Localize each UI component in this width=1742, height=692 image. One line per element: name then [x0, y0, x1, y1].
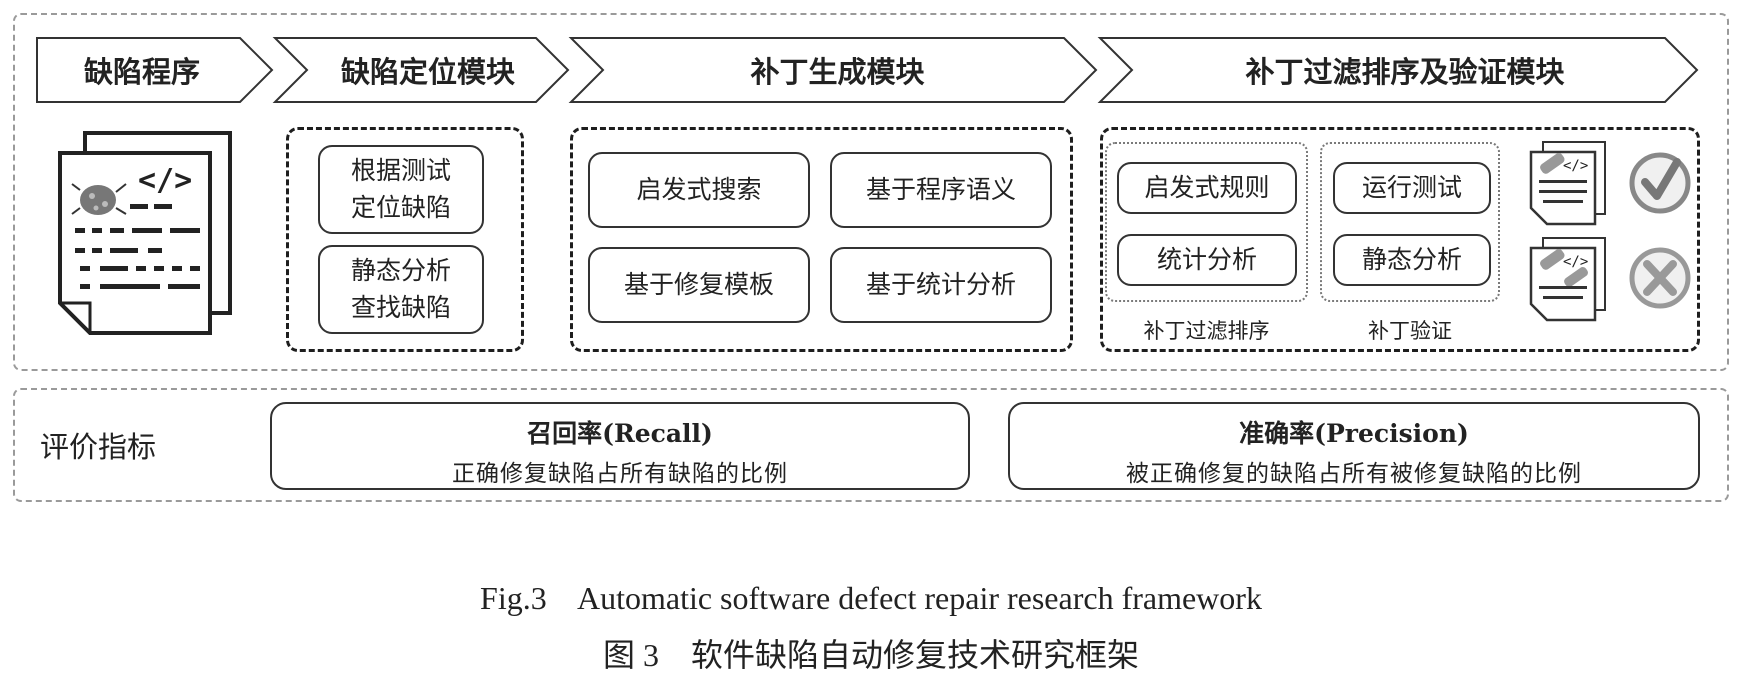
- verify-method-run-tests: 运行测试: [1333, 162, 1491, 214]
- precision-metric: 准确率(Precision) 被正确修复的缺陷占所有被修复缺陷的比例: [1008, 402, 1700, 490]
- precision-description: 被正确修复的缺陷占所有被修复缺陷的比例: [1126, 461, 1582, 487]
- generation-method-heuristic-search: 启发式搜索: [588, 152, 810, 228]
- generation-method-template: 基于修复模板: [588, 247, 810, 323]
- localization-module: [286, 127, 524, 352]
- stage-label-localization: 缺陷定位模块: [340, 55, 515, 89]
- framework-container: [13, 13, 1729, 371]
- generation-method-statistics: 基于统计分析: [830, 247, 1052, 323]
- recall-title: 召回率(Recall): [527, 419, 713, 448]
- verify-method-static-analysis: 静态分析: [1333, 234, 1491, 286]
- verification-module: [1100, 127, 1700, 352]
- code-glyph: </>: [138, 163, 192, 198]
- localization-method-test: 根据测试 定位缺陷: [318, 145, 484, 234]
- stage-label-program: 缺陷程序: [83, 55, 200, 89]
- precision-title: 准确率(Precision): [1239, 419, 1469, 448]
- caption-english: Fig.3 Automatic software defect repair r…: [480, 580, 1262, 616]
- patch-result-icons: </> </>: [1529, 141, 1691, 322]
- generation-module: [570, 127, 1073, 352]
- verify-group-label: 补丁验证: [1368, 319, 1452, 343]
- svg-text:</>: </>: [1563, 158, 1588, 174]
- stage-chevron-localization: [272, 37, 570, 103]
- generation-method-semantics: 基于程序语义: [830, 152, 1052, 228]
- filter-group-label: 补丁过滤排序: [1143, 319, 1270, 343]
- filter-method-statistics: 统计分析: [1117, 234, 1297, 286]
- filter-group: [1105, 142, 1308, 302]
- verify-group: [1320, 142, 1500, 302]
- stage-chevron-generation: [568, 37, 1098, 103]
- check-icon: [1629, 152, 1691, 214]
- patch-document-icon: </>: [1529, 237, 1606, 322]
- bug-icon: [71, 183, 127, 215]
- recall-metric: 召回率(Recall) 正确修复缺陷占所有缺陷的比例: [270, 402, 970, 490]
- stage-chevron-program: [36, 37, 274, 103]
- stage-chevrons: [36, 37, 1699, 103]
- stage-chevron-verification: [1097, 37, 1699, 103]
- localization-method-static: 静态分析 查找缺陷: [318, 245, 484, 334]
- cross-icon: [1629, 247, 1691, 309]
- stage-label-verification: 补丁过滤排序及验证模块: [1245, 55, 1565, 89]
- metrics-label: 评价指标: [40, 430, 157, 464]
- recall-description: 正确修复缺陷占所有缺陷的比例: [452, 461, 788, 487]
- patch-document-icon: </>: [1529, 141, 1606, 226]
- buggy-document-icon: </>: [58, 131, 232, 335]
- metrics-container: [13, 388, 1729, 502]
- bandage-icon: [1540, 153, 1565, 174]
- stage-label-generation: 补丁生成模块: [750, 55, 925, 89]
- filter-method-heuristic-rules: 启发式规则: [1117, 162, 1297, 214]
- caption-chinese: 图 3 软件缺陷自动修复技术研究框架: [602, 637, 1139, 673]
- svg-text:</>: </>: [1563, 254, 1588, 270]
